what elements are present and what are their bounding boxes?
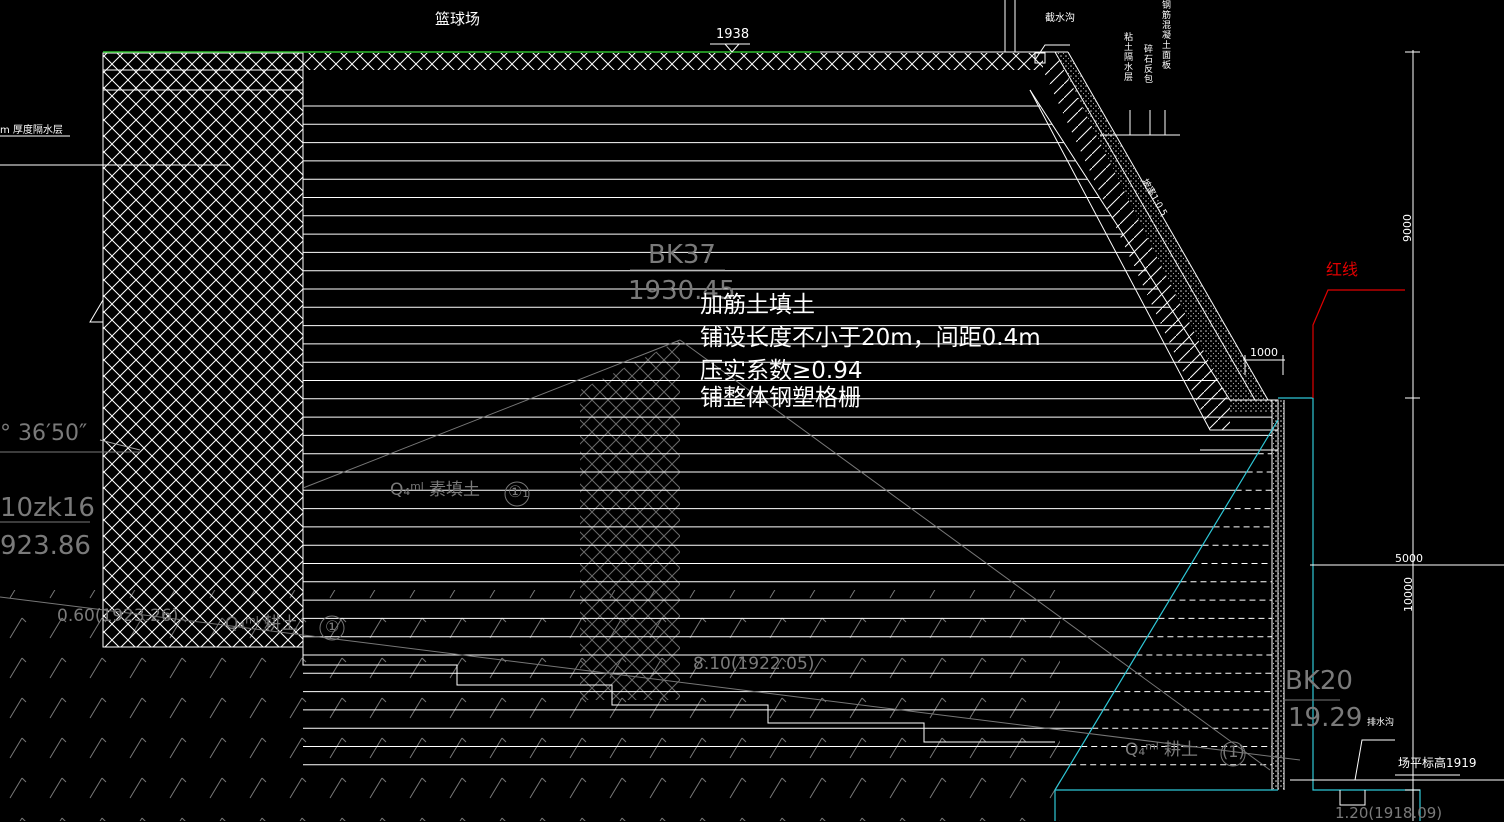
top-hatched-band <box>303 53 1043 70</box>
drain-ditch-bottom-label: 排水沟 <box>1367 718 1395 728</box>
grey-hatched-zone <box>580 340 680 700</box>
depth-mid-label: 8.10(1922.05) <box>693 654 815 674</box>
gravel-layer-label: 碎石反包 <box>1142 44 1152 84</box>
bk20-name: BK20 <box>1285 666 1353 696</box>
borehole-left-name: 10zk16 <box>0 493 95 523</box>
borehole-left-elevation: 923.86 <box>0 531 91 561</box>
drain-ditch-top-label: 截水沟 <box>1045 13 1075 24</box>
note-grid-length: 铺设长度不小于20m，间距0.4m <box>700 325 1041 351</box>
dimension-9000: 9000 <box>1401 214 1414 242</box>
dimension-1000: 1000 <box>1250 346 1278 359</box>
gravel-layer <box>1055 52 1278 412</box>
court-label: 篮球场 <box>435 10 481 28</box>
dimension-5000: 5000 <box>1395 552 1423 565</box>
waterproof-layer-label: m 厚度隔水层 <box>0 125 63 136</box>
note-compaction: 压实系数≥0.94 <box>700 358 863 384</box>
site-elevation-label: 场平标高1919 <box>1398 756 1477 770</box>
soil-right-label: Q₄ᵐˡ 耕土 <box>1125 740 1199 760</box>
soil-fill-marker: ①₁ <box>508 482 529 501</box>
bk37-elevation: 1930.45 <box>628 276 736 306</box>
note-reinforced-fill: 加筋土填土 <box>700 292 815 318</box>
soil-left-label: Q₄ᵐˡ 耕土 <box>225 614 299 634</box>
dimension-10000: 10000 <box>1402 577 1415 612</box>
vertical-wall-gravel <box>1272 400 1284 790</box>
bk20-elevation: 19.29 <box>1288 703 1363 733</box>
stepped-excavation <box>302 647 1055 743</box>
clay-layer-label: 粘土隔水层 <box>1122 32 1132 82</box>
cyan-retaining-wall <box>1278 397 1421 821</box>
geogrid-layers <box>303 105 1272 766</box>
soil-fill-label: Q₄ᵐˡ 素填土 <box>390 480 481 500</box>
bk37-name: BK37 <box>648 240 716 270</box>
angle-label: ° 36′50″ <box>0 421 88 446</box>
elevation-top-label: 1938 <box>716 27 750 42</box>
soil-right-marker: (1) <box>1222 742 1245 761</box>
concrete-panel-hatch <box>1043 52 1230 430</box>
soil-left-marker: ① <box>325 617 340 636</box>
bottom-depth-label: 1.20(1918.09) <box>1335 804 1443 822</box>
depth-left-label: 0.60(1923.26) <box>57 606 179 626</box>
left-hatched-block <box>102 52 304 648</box>
redline-label: 红线 <box>1326 260 1359 279</box>
concrete-panel-label: 钢筋混凝土面板 <box>1160 0 1170 70</box>
note-geogrid: 铺整体钢塑格栅 <box>700 385 861 411</box>
property-red-line <box>1312 289 1405 398</box>
